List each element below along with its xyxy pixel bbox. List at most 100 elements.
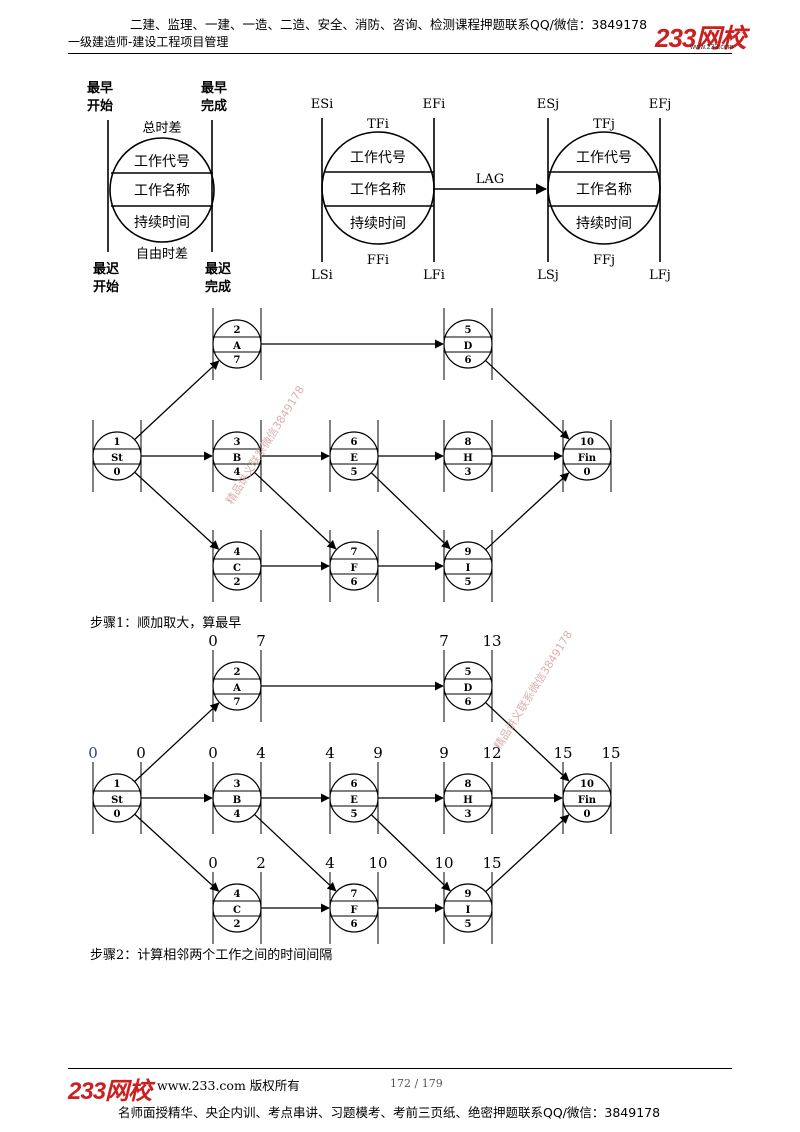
edge-3-7	[254, 471, 337, 550]
node-1-duration: 0	[114, 467, 121, 478]
edge-1-2	[134, 360, 220, 441]
edge-6-9	[370, 814, 451, 892]
node-3-es: 0	[208, 744, 218, 762]
node-1-name: St	[111, 453, 123, 464]
node-1-code: 1	[114, 437, 121, 448]
node-1-duration: 0	[114, 809, 121, 820]
node-4-ef: 2	[256, 854, 266, 872]
node-5-name: D	[464, 683, 473, 694]
legend-ef-label-1: 最早	[201, 81, 227, 96]
node-4-code: 4	[234, 547, 241, 558]
edge-9-10	[485, 814, 570, 893]
legend-tf-label: 总时差	[142, 121, 181, 136]
step1-caption: 步骤1：顺加取大，算最早	[90, 616, 242, 631]
node-i-ff: FFi	[367, 253, 389, 268]
node-9-name: I	[466, 905, 471, 916]
node-10-es: 15	[553, 744, 572, 762]
node-10-duration: 0	[584, 467, 591, 478]
node-9-code: 9	[465, 889, 472, 900]
node-9-duration: 5	[465, 919, 472, 930]
legend-ls-label-2: 开始	[93, 279, 119, 295]
node-j-es: ESj	[537, 97, 559, 112]
footer-ad-text: 名师面授精华、央企内训、考点串讲、习题模考、考前三页纸、绝密押题联系QQ/微信：…	[118, 1105, 661, 1120]
node-9-ef: 15	[482, 854, 501, 872]
edge-5-10	[485, 359, 570, 440]
node-4-name: C	[233, 563, 241, 574]
node-3-code: 3	[234, 779, 241, 790]
node-i-es: ESi	[311, 97, 334, 112]
node-j-ef: EFj	[649, 97, 672, 112]
node-5-es: 7	[439, 632, 449, 650]
node-i-row3: 持续时间	[350, 215, 406, 232]
footer-logo: 233网校	[68, 1078, 152, 1105]
page-number: 172 / 179	[390, 1077, 443, 1090]
node-10-code: 10	[580, 779, 594, 790]
node-6: 6E5	[329, 420, 379, 492]
node-7-duration: 6	[351, 577, 358, 588]
edge-5-10	[485, 701, 570, 782]
node-10-name: Fin	[578, 453, 597, 464]
edge-1-4	[134, 813, 220, 892]
node-5-name: D	[464, 341, 473, 352]
node-7: 7F6	[329, 530, 379, 602]
node-2-code: 2	[234, 325, 241, 336]
edge-1-4	[134, 471, 220, 550]
brand-logo-url: www.233.com	[690, 44, 734, 51]
node-3-name: B	[233, 453, 241, 464]
node-8-name: H	[463, 453, 472, 464]
node-7-duration: 6	[351, 919, 358, 930]
node-6-ef: 9	[373, 744, 383, 762]
node-1-es: 0	[88, 744, 98, 762]
node-i-lf: LFi	[423, 268, 445, 283]
node-6-code: 6	[351, 779, 358, 790]
node-5-duration: 6	[465, 355, 472, 366]
step2-caption: 步骤2：计算相邻两个工作之间的时间间隔	[90, 948, 333, 963]
node-j-row3: 持续时间	[576, 215, 632, 232]
watermark-2: 精品讲义联系微信3849178	[491, 628, 575, 752]
node-10-ef: 15	[601, 744, 620, 762]
edge-6-9	[370, 472, 451, 550]
node-3-duration: 4	[234, 809, 241, 820]
edge-1-2	[134, 702, 220, 783]
node-i-ef: EFi	[423, 97, 446, 112]
node-4-code: 4	[234, 889, 241, 900]
node-8-code: 8	[465, 779, 472, 790]
node-4-duration: 2	[234, 919, 241, 930]
node-6-name: E	[350, 795, 358, 806]
legend-left: 最早 开始 最早 完成 总时差 工作代号 工作名称 持续时间 自由时差 最迟 开…	[87, 81, 231, 295]
node-7-ef: 10	[368, 854, 387, 872]
node-i-ls: LSi	[311, 268, 333, 283]
node-5: 5D6	[443, 308, 493, 380]
node-7-code: 7	[351, 889, 358, 900]
node-i-tf: TFi	[367, 117, 389, 132]
node-7-code: 7	[351, 547, 358, 558]
node-9: 9I5	[443, 530, 493, 602]
node-7-name: F	[350, 905, 357, 916]
lag-label: LAG	[476, 172, 504, 187]
node-1-ef: 0	[136, 744, 146, 762]
legend-ls-label-1: 最迟	[93, 262, 119, 277]
node-8: 8H3	[443, 420, 493, 492]
node-10-name: Fin	[578, 795, 597, 806]
node-6-duration: 5	[351, 809, 358, 820]
node-i-row2: 工作名称	[350, 182, 406, 198]
footer-divider	[68, 1068, 732, 1069]
node-4-name: C	[233, 905, 241, 916]
legend-row1: 工作代号	[134, 154, 190, 170]
node-8-es: 9	[439, 744, 449, 762]
legend-lf-label-2: 完成	[205, 279, 231, 295]
node-8-duration: 3	[465, 809, 472, 820]
node-9-name: I	[466, 563, 471, 574]
node-2-duration: 7	[234, 355, 241, 366]
header-ad-text: 二建、监理、一建、一造、二造、安全、消防、咨询、检测课程押题联系QQ/微信：38…	[130, 17, 648, 32]
brand-logo: 233网校	[655, 23, 746, 53]
